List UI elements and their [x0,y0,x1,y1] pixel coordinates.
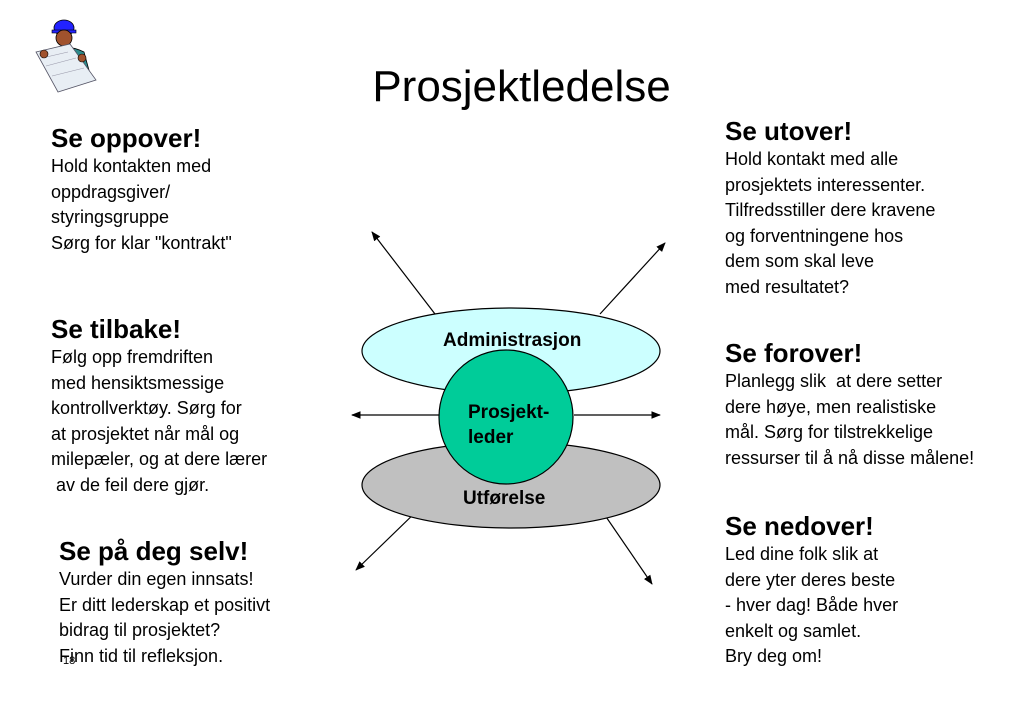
block-line: Hold kontakten med [51,156,212,176]
block-line: Bry deg om! [725,646,823,666]
block-line: Planlegg slik at dere setter [725,371,943,391]
block-line: - hver dag! Både hver [725,595,899,615]
arrow-down-right [599,507,653,585]
block-line: Sørg for klar "kontrakt" [51,232,232,253]
block-line: enkelt og samlet. [725,620,862,641]
block-line: dem som skal leve [725,251,875,271]
block-line: Vurder din egen innsats! [59,569,254,589]
block-line: Led dine folk slik at [725,544,879,564]
arrow-up-right [599,242,666,315]
prosjektleder-label-line2: leder [468,427,514,448]
block-line: kontrollverktøy. Sørg for [51,398,242,418]
block-line: oppdragsgiver/ [51,181,171,202]
block-line: prosjektets interessenter. [725,174,926,195]
block-heading: Se på deg selv! [59,536,249,566]
block-heading: Se forover! [725,338,863,368]
block-line: Tilfredsstiller dere kravene [725,200,936,220]
block-se-forover: Se forover! Planlegg slik at dere setter… [725,337,974,471]
block-line: med hensiktsmessige [51,372,225,393]
utforelse-label: Utførelse [463,488,545,509]
block-heading: Se tilbake! [51,314,182,344]
arrow-up-left [371,231,436,315]
prosjektleder-circle [438,349,574,485]
arrow-down-left [355,507,421,571]
administrasjon-label: Administrasjon [443,330,581,351]
block-se-tilbake: Se tilbake! Følg opp fremdriften med hen… [51,313,267,498]
block-line: milepæler, og at dere lærer [51,449,268,469]
block-line: mål. Sørg for tilstrekkelige [725,422,934,442]
block-line: dere høye, men realistiske [725,396,937,417]
page-title-text: Prosjektledelse [372,62,671,111]
block-line: med resultatet? [725,276,850,297]
page-number: 18 [63,655,76,667]
block-line: Følg opp fremdriften [51,347,214,367]
prosjektleder-label-line1: Prosjekt- [468,402,549,423]
block-heading: Se nedover! [725,511,874,541]
block-line: og forventningene hos [725,225,904,246]
block-heading: Se utover! [725,116,853,146]
block-line: Hold kontakt med alle [725,149,899,169]
block-line: styringsgruppe [51,207,170,227]
block-se-nedover: Se nedover! Led dine folk slik at dere y… [725,510,898,670]
block-se-utover: Se utover! Hold kontakt med alle prosjek… [725,115,935,300]
block-line: Er ditt lederskap et positivt [59,594,271,615]
block-se-pa-deg-selv: Se på deg selv! Vurder din egen innsats!… [59,535,270,669]
block-line: av de feil dere gjør. [51,474,210,495]
block-se-oppover: Se oppover! Hold kontakten med oppdragsg… [51,122,232,256]
block-line: dere yter deres beste [725,569,896,590]
block-line: bidrag til prosjektet? [59,620,221,640]
block-line: Finn tid til refleksjon. [59,645,224,666]
block-line: ressurser til å nå disse målene! [725,447,975,468]
block-line: at prosjektet når mål og [51,423,240,444]
block-heading: Se oppover! [51,123,202,153]
worker-with-blueprint-icon [35,19,97,93]
page-title: Prosjektledelse [0,62,1023,112]
